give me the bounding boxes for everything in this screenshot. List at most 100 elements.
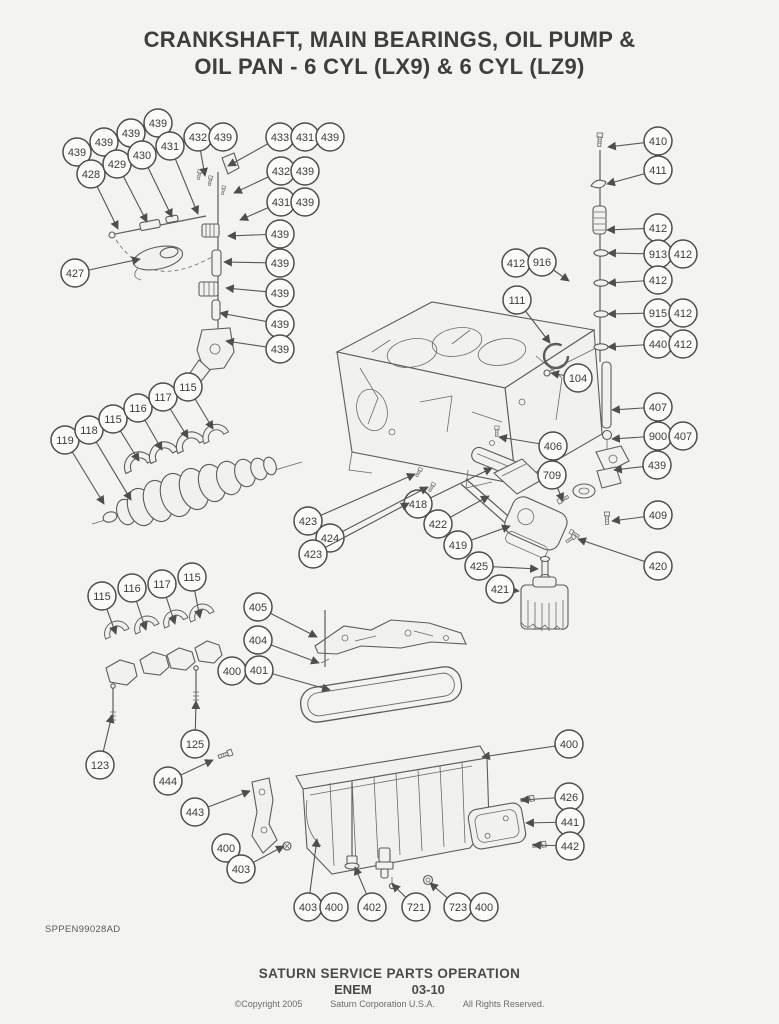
svg-text:123: 123 (91, 760, 109, 772)
svg-text:404: 404 (249, 635, 267, 647)
callout-439: 439 (62, 137, 92, 167)
callout-439: 439 (642, 450, 672, 480)
callout-439: 439 (208, 122, 238, 152)
callout-721: 721 (401, 892, 431, 922)
svg-text:406: 406 (544, 441, 562, 453)
svg-text:439: 439 (271, 288, 289, 300)
callout-428: 428 (76, 159, 106, 189)
oil-pan-gasket-drawing (299, 666, 463, 723)
callout-115: 115 (177, 562, 207, 592)
svg-text:439: 439 (122, 128, 140, 140)
svg-text:440: 440 (649, 339, 667, 351)
footer-corporation: Saturn Corporation U.S.A. (330, 999, 435, 1009)
callout-409: 409 (643, 500, 673, 530)
document-code: SPPEN99028AD (45, 924, 121, 935)
svg-text:427: 427 (66, 268, 84, 280)
crankshaft-drawing (91, 456, 303, 527)
svg-text:420: 420 (649, 561, 667, 573)
dipstick-tube-drawing (568, 132, 630, 539)
callout-104: 104 (563, 363, 593, 393)
callout-431: 431 (155, 131, 185, 161)
svg-text:410: 410 (649, 136, 667, 148)
oil-pan-drawing (295, 745, 490, 886)
callout-439: 439 (265, 334, 295, 364)
callout-400: 400 (319, 892, 349, 922)
svg-text:400: 400 (560, 739, 578, 751)
callout-401: 401 (244, 655, 274, 685)
callout-439: 439 (265, 278, 295, 308)
callout-400: 400 (469, 892, 499, 922)
callout-402: 402 (357, 892, 387, 922)
callout-411: 411 (643, 155, 673, 185)
footer-copyright: ©Copyright 2005 (234, 999, 303, 1009)
svg-text:400: 400 (325, 902, 343, 914)
callout-423: 423 (298, 539, 328, 569)
footer-copyright-line: ©Copyright 2005 Saturn Corporation U.S.A.… (0, 999, 779, 1009)
engine-block-drawing (335, 301, 603, 493)
svg-text:412: 412 (674, 308, 692, 320)
oil-pump-drive-drawing (187, 152, 240, 385)
page-title: CRANKSHAFT, MAIN BEARINGS, OIL PUMP & OI… (0, 26, 779, 80)
callout-118: 118 (74, 415, 104, 445)
svg-text:439: 439 (321, 132, 339, 144)
oil-baffle-drawing (314, 610, 467, 667)
svg-text:426: 426 (560, 792, 578, 804)
callout-115: 115 (87, 581, 117, 611)
callout-117: 117 (148, 382, 178, 412)
callout-439: 439 (265, 309, 295, 339)
svg-text:439: 439 (149, 118, 167, 130)
svg-text:412: 412 (674, 339, 692, 351)
svg-text:400: 400 (217, 843, 235, 855)
svg-text:723: 723 (449, 902, 467, 914)
callout-400: 400 (211, 833, 241, 863)
svg-text:401: 401 (250, 665, 268, 677)
callout-439: 439 (290, 187, 320, 217)
svg-text:111: 111 (509, 295, 526, 307)
svg-text:439: 439 (271, 229, 289, 241)
svg-text:400: 400 (475, 902, 493, 914)
callout-420: 420 (643, 551, 673, 581)
svg-text:431: 431 (272, 197, 290, 209)
callout-403: 403 (293, 892, 323, 922)
svg-text:443: 443 (186, 807, 204, 819)
callout-427: 427 (60, 258, 90, 288)
callout-412: 412 (643, 265, 673, 295)
svg-text:411: 411 (649, 165, 667, 177)
svg-text:916: 916 (533, 257, 551, 269)
svg-text:721: 721 (407, 902, 425, 914)
svg-text:412: 412 (507, 258, 525, 270)
svg-text:442: 442 (561, 841, 579, 853)
callout-439: 439 (143, 108, 173, 138)
pan-hardware-drawing (217, 748, 547, 890)
svg-text:425: 425 (470, 561, 488, 573)
svg-text:115: 115 (93, 591, 111, 603)
svg-text:421: 421 (491, 584, 509, 596)
callout-444: 444 (153, 766, 183, 796)
callout-407: 407 (668, 421, 698, 451)
callout-419: 419 (443, 530, 473, 560)
callout-915: 915 (643, 298, 673, 328)
svg-text:432: 432 (272, 166, 290, 178)
callout-439: 439 (315, 122, 345, 152)
callout-412: 412 (668, 329, 698, 359)
svg-text:709: 709 (543, 470, 561, 482)
svg-text:913: 913 (649, 249, 667, 261)
svg-text:439: 439 (296, 197, 314, 209)
svg-text:407: 407 (649, 402, 667, 414)
callout-422: 422 (423, 509, 453, 539)
callout-119: 119 (50, 425, 80, 455)
callout-425: 425 (464, 551, 494, 581)
svg-text:116: 116 (123, 583, 141, 595)
callout-426: 426 (554, 782, 584, 812)
svg-text:115: 115 (183, 572, 201, 584)
svg-text:439: 439 (271, 319, 289, 331)
svg-text:432: 432 (189, 132, 207, 144)
callout-439: 439 (265, 219, 295, 249)
svg-text:423: 423 (304, 549, 322, 561)
svg-text:428: 428 (82, 169, 100, 181)
callout-433: 433 (265, 122, 295, 152)
